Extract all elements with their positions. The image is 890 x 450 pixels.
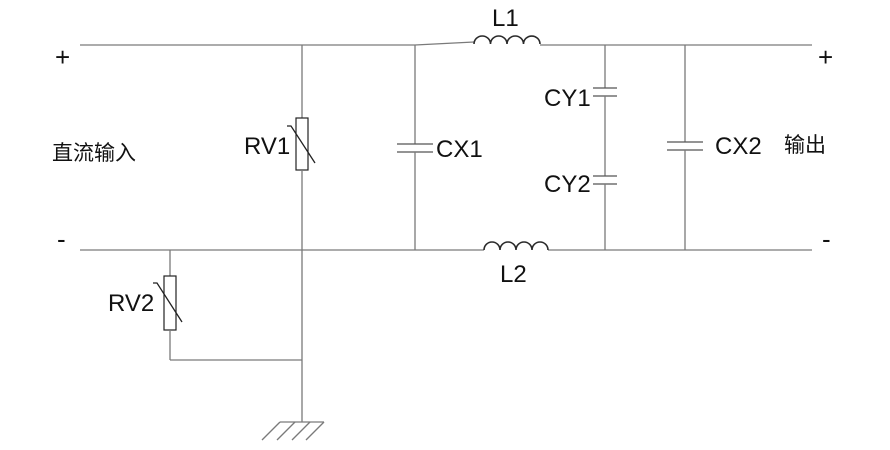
output-plus-sign: + [818,42,833,72]
varistor-rv1-label: RV1 [244,133,290,160]
varistor-rv2-label: RV2 [108,290,154,317]
capacitor-cy2-label: CY2 [544,171,591,198]
inductor-l2 [483,241,549,251]
ground-icon [261,250,325,441]
inductor-l2-label: L2 [500,261,527,288]
dc-input-label: 直流输入 [52,141,136,165]
output-minus-sign: - [822,224,831,254]
capacitor-cy1-label: CY1 [544,85,591,112]
capacitor-cx1-label: CX1 [436,136,483,163]
capacitor-cx2 [667,45,703,250]
top-rail [80,41,812,46]
capacitor-cy2 [593,175,617,250]
capacitor-cx2-label: CX2 [715,133,762,160]
input-minus-sign: - [57,224,66,254]
output-label: 输出 [784,133,826,157]
inductor-l1 [473,35,541,45]
varistor-rv1 [287,45,316,250]
varistor-rv2 [153,250,302,361]
capacitor-cx1 [397,45,433,250]
inductor-l1-label: L1 [492,5,519,32]
input-plus-sign: + [55,42,70,72]
capacitor-cy1 [593,45,617,176]
